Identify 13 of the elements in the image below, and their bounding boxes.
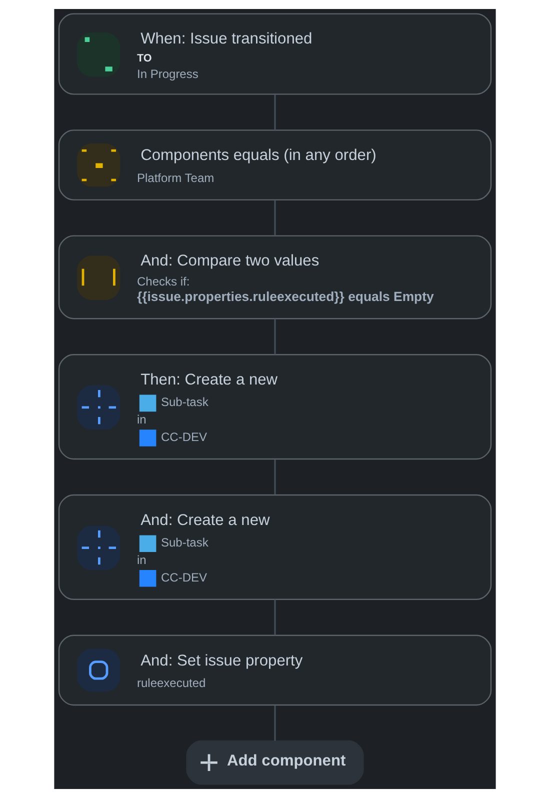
connector: [274, 704, 276, 740]
node-box: And: Set issue property ruleexecuted: [58, 634, 492, 706]
connector: [274, 94, 276, 130]
node-box: When: Issue transitioned TO In Progress: [58, 12, 492, 94]
node-box: Then: Create a new Sub-task in CC-DEV: [58, 354, 492, 460]
connector: [274, 458, 276, 494]
node-box: Components equals (in any order) Platform Team: [58, 129, 492, 200]
node-box: And: Create a new Sub-task in CC-DEV: [58, 494, 492, 600]
node-box: And: Compare two values Checks if: {{issue.properties.ruleexecuted}} equals Empty: [58, 234, 492, 319]
connector: [274, 318, 276, 354]
node-box: Add component: [186, 740, 364, 784]
connector: [274, 599, 276, 635]
connector: [274, 200, 276, 236]
